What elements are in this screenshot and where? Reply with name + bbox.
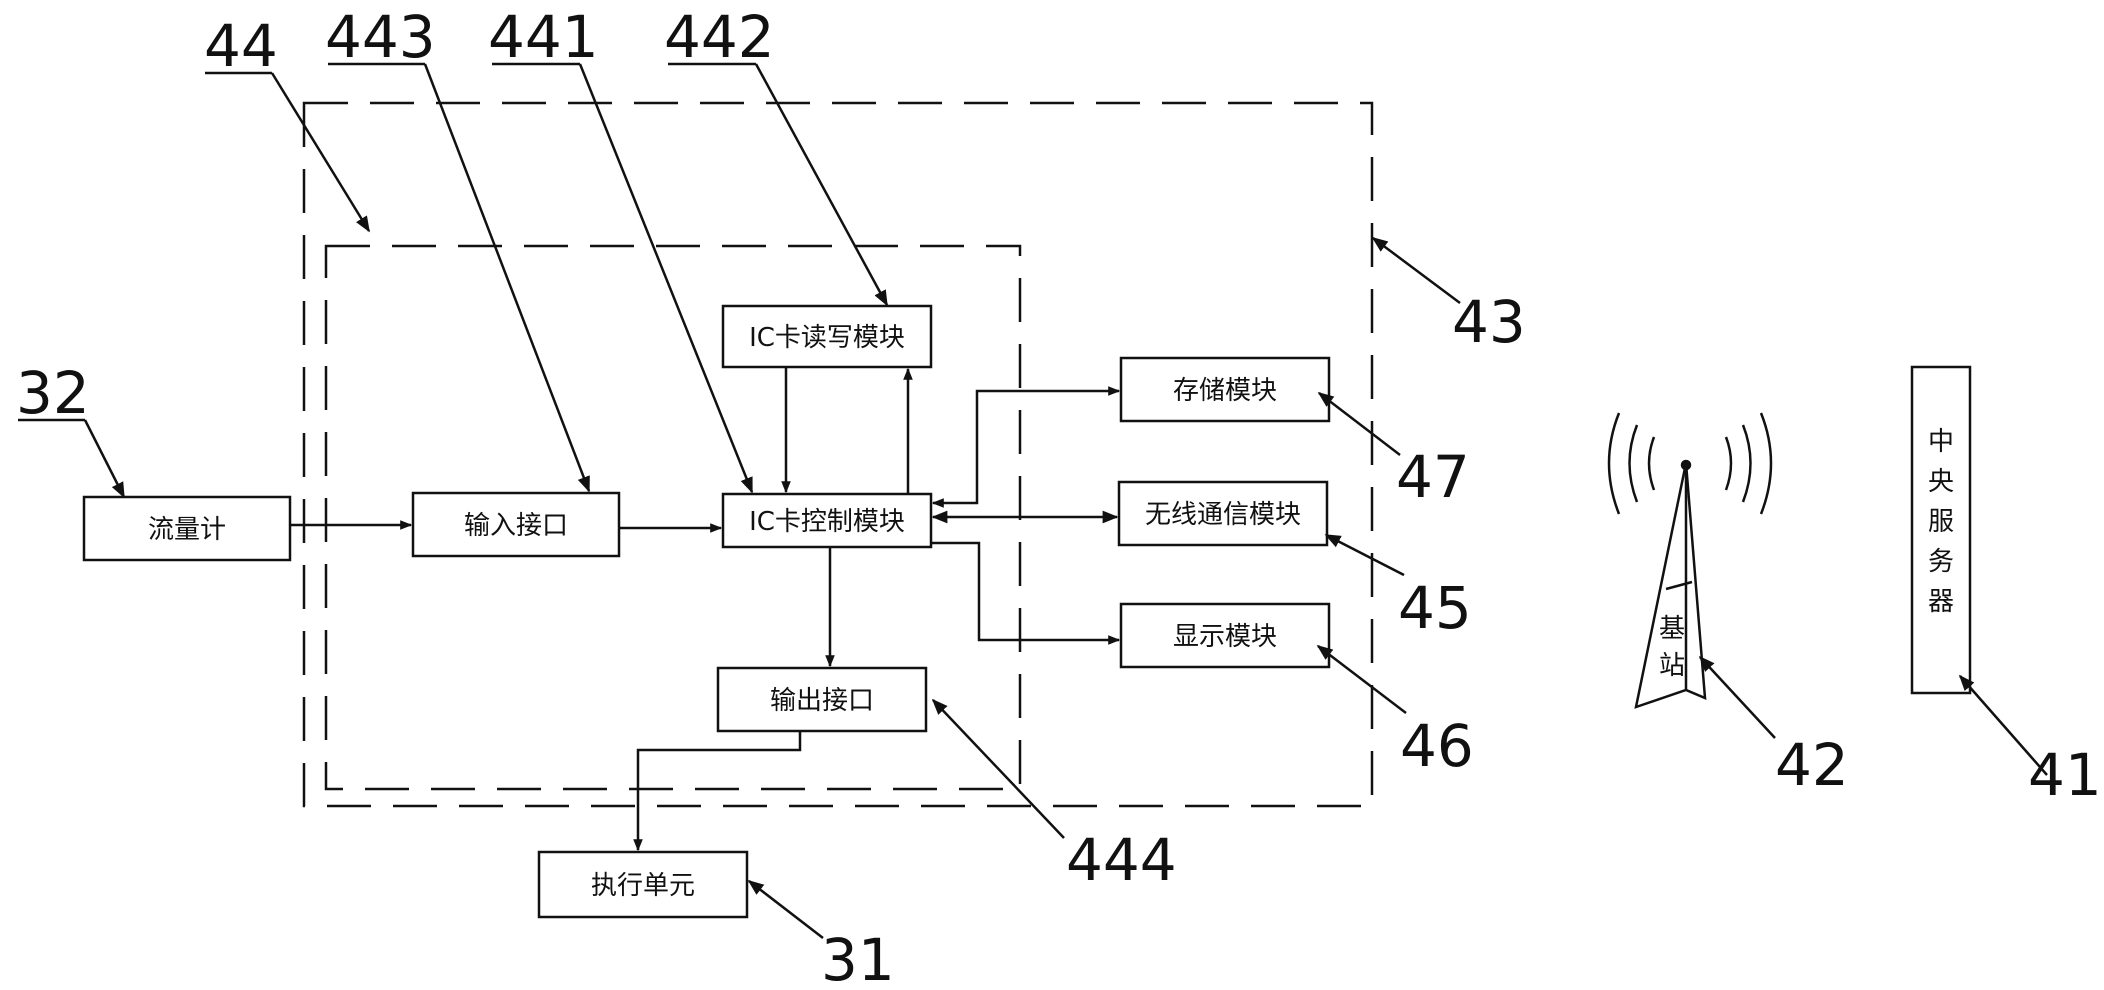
central-server-box xyxy=(1910,365,1972,695)
ref-32: 32 xyxy=(16,359,90,427)
ic-reader-box xyxy=(721,304,933,369)
leader-443 xyxy=(423,63,591,493)
display-label: 显示模块 xyxy=(1173,622,1277,652)
ref-31: 31 xyxy=(821,926,895,990)
leader-47 xyxy=(1317,392,1401,456)
leader-442 xyxy=(754,63,889,307)
leader-45 xyxy=(1324,533,1405,577)
ic-control-label: IC卡控制模块 xyxy=(749,507,905,537)
outer-dashed-enclosure xyxy=(302,101,1374,808)
central-server-label-3: 服 xyxy=(1928,507,1954,537)
ref-42: 42 xyxy=(1775,731,1849,799)
ref-45: 45 xyxy=(1398,574,1472,642)
base-station-label-2: 站 xyxy=(1659,651,1685,681)
output-interface-label: 输出接口 xyxy=(770,686,874,716)
ref-441: 441 xyxy=(488,3,599,71)
leader-441 xyxy=(578,63,754,494)
inner-dashed-enclosure xyxy=(324,244,1022,791)
leader-31 xyxy=(747,880,824,939)
wireless-label: 无线通信模块 xyxy=(1145,500,1301,530)
storage-label: 存储模块 xyxy=(1173,376,1277,406)
ref-44: 44 xyxy=(204,12,278,80)
output-interface-box xyxy=(716,666,928,733)
input-interface-box xyxy=(411,491,621,558)
display-box xyxy=(1119,602,1331,669)
ic-control-box xyxy=(721,492,933,549)
base-station-label-1: 基 xyxy=(1659,614,1685,644)
ic-reader-label: IC卡读写模块 xyxy=(749,323,905,353)
leader-43 xyxy=(1371,236,1461,305)
leader-44 xyxy=(270,72,371,233)
leader-32 xyxy=(83,419,126,499)
leader-444 xyxy=(931,698,1065,839)
ref-43: 43 xyxy=(1452,288,1526,356)
wireless-box xyxy=(1117,480,1329,547)
flowmeter-box xyxy=(82,495,292,562)
ref-442: 442 xyxy=(664,3,775,71)
arrow-control-storage xyxy=(931,386,1121,508)
arrow-control-display xyxy=(931,541,1121,645)
arrow-output-to-execution xyxy=(633,731,802,852)
central-server-label-5: 器 xyxy=(1928,587,1954,617)
leader-46 xyxy=(1316,645,1407,714)
input-interface-label: 输入接口 xyxy=(464,511,568,541)
ref-443: 443 xyxy=(325,3,436,71)
leader-41 xyxy=(1958,674,2048,776)
base-station-icon xyxy=(1607,412,1773,709)
leader-42 xyxy=(1698,655,1776,739)
ref-444: 444 xyxy=(1066,826,1177,894)
central-server-label-1: 中 xyxy=(1928,427,1954,457)
execution-unit-box xyxy=(537,850,749,919)
central-server-label-2: 央 xyxy=(1928,467,1954,497)
ref-47: 47 xyxy=(1396,443,1470,511)
execution-unit-label: 执行单元 xyxy=(591,871,695,901)
ref-46: 46 xyxy=(1400,712,1474,780)
flowmeter-label: 流量计 xyxy=(148,515,226,545)
storage-box xyxy=(1119,356,1331,423)
central-server-label-4: 务 xyxy=(1928,547,1954,577)
ref-41: 41 xyxy=(2028,741,2102,809)
